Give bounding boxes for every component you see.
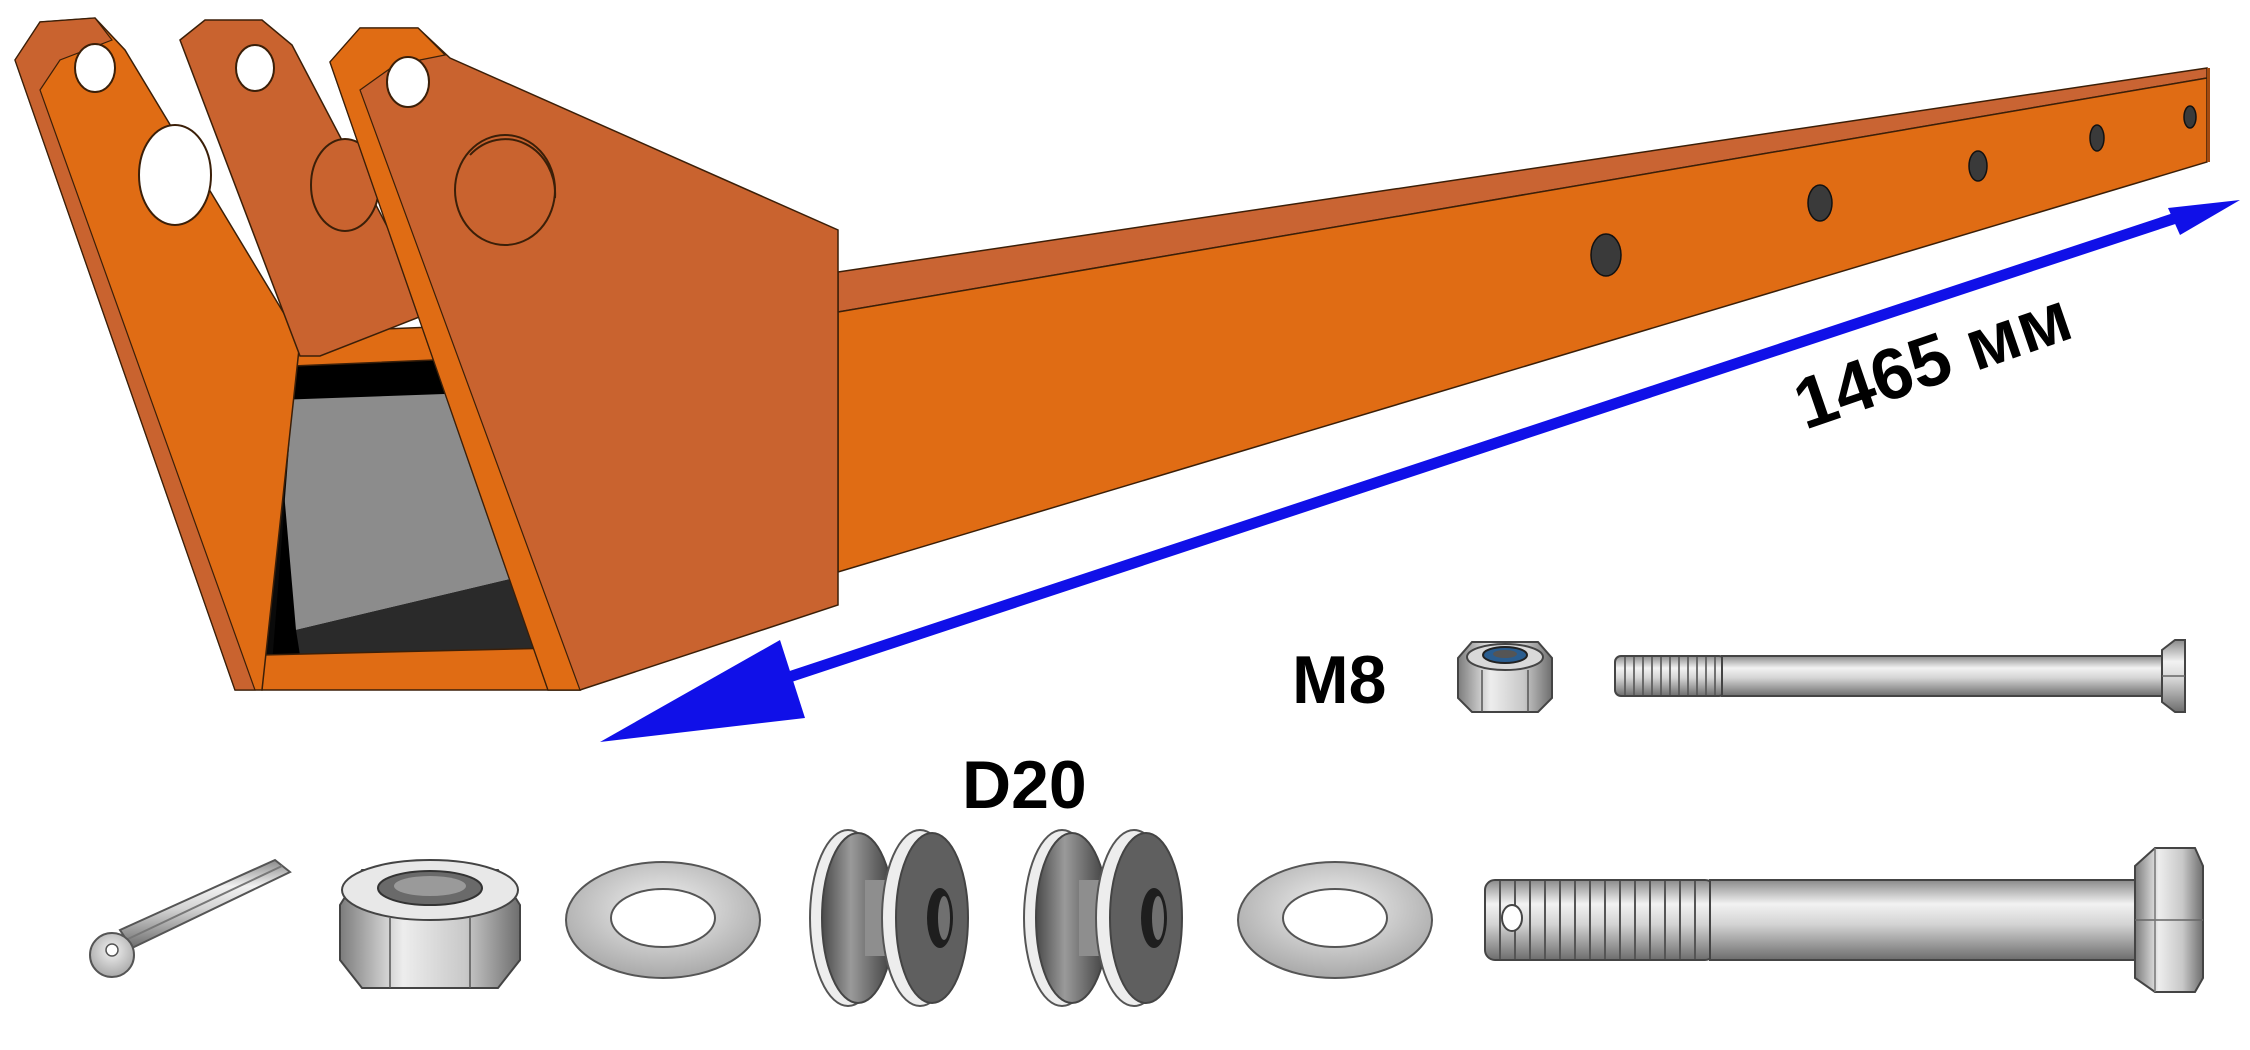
- arrow-head-left: [600, 640, 805, 742]
- pin-hole: [386, 56, 430, 108]
- pin-hole: [235, 44, 275, 92]
- beam-hole: [2183, 105, 2197, 129]
- washer-icon: [1237, 861, 1433, 979]
- pivot-hole: [454, 134, 556, 246]
- m8-label: M8: [1292, 642, 1386, 718]
- roller-icon: [1023, 829, 1183, 1007]
- d20-label: D20: [962, 747, 1087, 823]
- length-dimension-arrow: [600, 200, 2240, 742]
- roller-icon: [809, 829, 969, 1007]
- ear-plate-middle: [179, 19, 434, 357]
- lock-nut-icon: [1457, 641, 1553, 713]
- washer-icon: [565, 861, 761, 979]
- frame-beam: [14, 17, 2210, 691]
- beam-hole: [2089, 124, 2105, 152]
- hex-bolt-icon: [1484, 847, 2204, 993]
- arrow-head-right: [2168, 200, 2240, 235]
- beam-hole: [1968, 150, 1988, 182]
- beam-hole: [1590, 233, 1622, 277]
- pivot-hole: [138, 124, 212, 226]
- cotter-pin-icon: [89, 858, 292, 978]
- pin-hole: [74, 43, 116, 93]
- hex-nut-icon: [339, 859, 521, 989]
- ear-plate-front: [329, 27, 839, 691]
- beam-end-cap: [2207, 68, 2210, 162]
- small-hex-bolt-icon: [1614, 639, 2186, 713]
- beam-hole: [1807, 184, 1833, 222]
- ear-plate-left: [14, 17, 301, 691]
